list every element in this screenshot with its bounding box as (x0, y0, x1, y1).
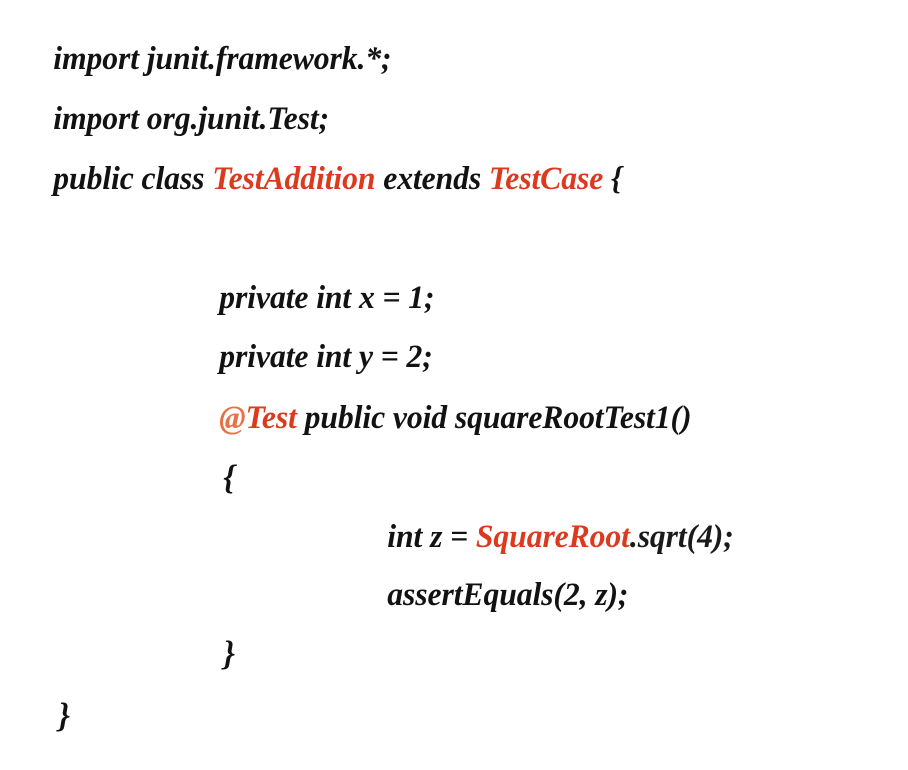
code-token-sqrt-method-call: .sqrt(4); (629, 519, 734, 555)
code-token-assert-equals-call: assertEquals(2, z); (387, 577, 629, 613)
code-line-method-close-brace: } (190, 601, 235, 706)
code-token-method-signature: public void squareRootTest1() (296, 400, 692, 436)
code-token-at-symbol: @ (219, 400, 246, 436)
code-token-class-open-brace: { (603, 161, 622, 197)
code-token-extends-keyword: extends (375, 161, 489, 197)
code-token-field-y-declaration: private int y = 2; (219, 339, 433, 375)
code-snippet-figure: import junit.framework.*; import org.jun… (22, 10, 734, 733)
code-line-field-x: private int x = 1; (188, 249, 435, 348)
code-token-class-squareroot: SquareRoot (475, 519, 630, 555)
code-token-test-annotation: Test (245, 400, 297, 436)
code-token-import-org-junit-test: import org.junit.Test; (53, 101, 330, 137)
code-line-method-open-brace: { (190, 425, 235, 530)
code-token-method-close-brace: } (223, 634, 235, 673)
code-token-superclass-testcase: TestCase (488, 161, 604, 197)
code-line-field-y: private int y = 2; (188, 308, 433, 407)
code-token-method-open-brace: { (223, 458, 235, 497)
code-token-class-close-brace: } (58, 696, 70, 735)
code-line-class-declaration: public class TestAddition extends TestCa… (22, 130, 622, 229)
code-line-import-org-junit-test: import org.junit.Test; (22, 70, 329, 169)
code-token-field-x-declaration: private int x = 1; (219, 280, 435, 316)
code-line-class-close-brace: } (25, 663, 70, 768)
code-token-public-class-keyword: public class (53, 161, 213, 197)
code-line-int-z-assignment: int z = SquareRoot.sqrt(4); (356, 488, 734, 587)
code-token-import-junit-framework: import junit.framework.*; (53, 41, 392, 77)
code-line-test-method-signature: @Test public void squareRootTest1() (188, 369, 691, 468)
code-token-class-name-testaddition: TestAddition (212, 161, 376, 197)
code-line-assert-equals: assertEquals(2, z); (356, 546, 628, 645)
code-token-int-z-declaration: int z = (387, 519, 476, 555)
code-line-import-junit-framework: import junit.framework.*; (22, 10, 392, 109)
